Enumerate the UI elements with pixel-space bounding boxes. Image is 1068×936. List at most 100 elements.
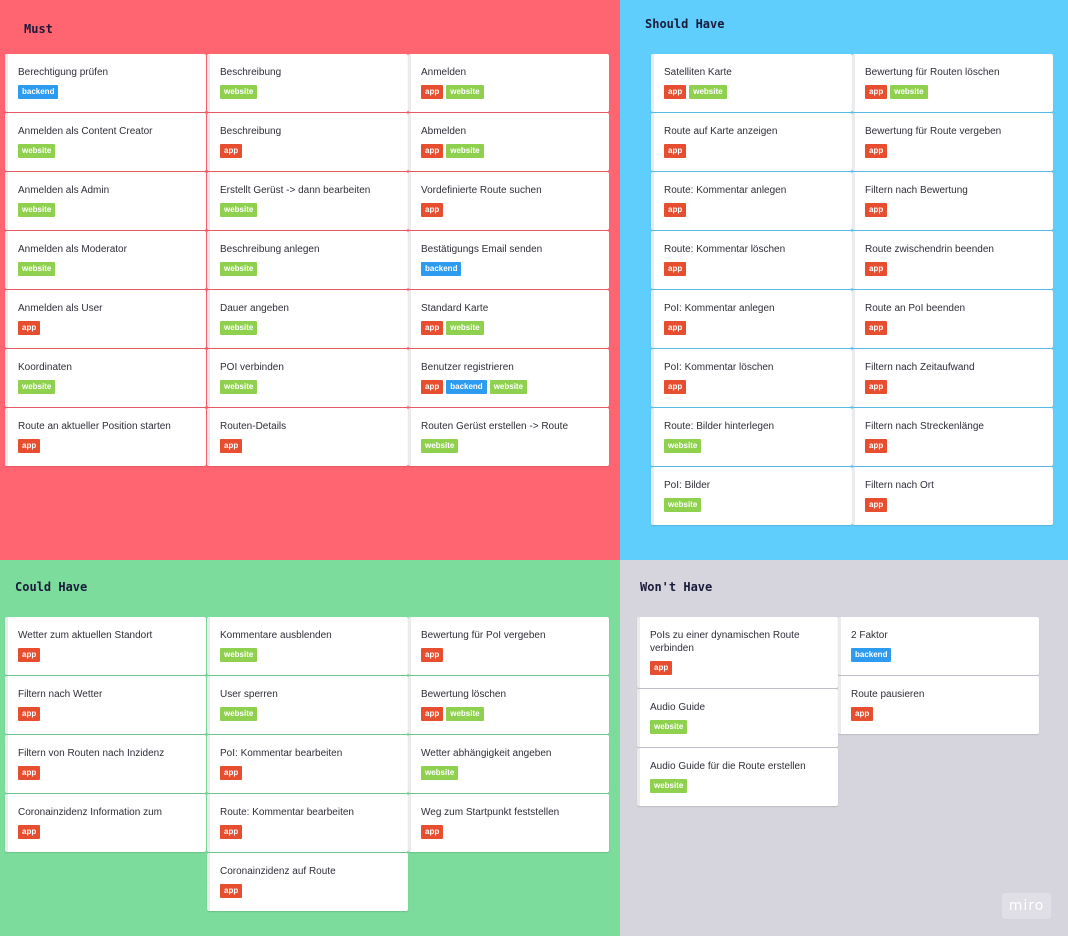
tag-app[interactable]: app [650, 661, 673, 675]
tag-app[interactable]: app [664, 380, 687, 394]
tag-website[interactable]: website [446, 144, 484, 158]
tag-app[interactable]: app [664, 144, 687, 158]
tag-app[interactable]: app [421, 707, 444, 721]
tag-app[interactable]: app [220, 144, 243, 158]
tag-app[interactable]: app [865, 321, 888, 335]
tag-app[interactable]: app [865, 85, 888, 99]
tag-app[interactable]: app [664, 85, 687, 99]
tag-website[interactable]: website [220, 707, 258, 721]
tag-website[interactable]: website [664, 498, 702, 512]
tag-app[interactable]: app [421, 380, 444, 394]
tag-website[interactable]: website [220, 648, 258, 662]
frame-title-could-have[interactable]: Could Have [15, 580, 88, 594]
tag-website[interactable]: website [220, 380, 258, 394]
tag-app[interactable]: app [18, 439, 41, 453]
tag-app[interactable]: app [664, 262, 687, 276]
tag-website[interactable]: website [18, 262, 56, 276]
tag-app[interactable]: app [865, 144, 888, 158]
tag-website[interactable]: website [421, 766, 459, 780]
frame-title-must[interactable]: Must [24, 22, 53, 36]
tag-website[interactable]: website [890, 85, 928, 99]
tag-website[interactable]: website [421, 439, 459, 453]
tag-website[interactable]: website [689, 85, 727, 99]
tag-app[interactable]: app [18, 321, 41, 335]
tag-app[interactable]: app [421, 144, 444, 158]
tag-app[interactable]: app [664, 321, 687, 335]
tag-backend[interactable]: backend [851, 648, 892, 662]
frame-title-should-have[interactable]: Should Have [645, 17, 725, 31]
tag-app[interactable]: app [18, 707, 41, 721]
tag-app[interactable]: app [421, 825, 444, 839]
tag-app[interactable]: app [421, 321, 444, 335]
tag-website[interactable]: website [220, 262, 258, 276]
sticky-card[interactable]: PoIs zu einer dynamischen Route verbinde… [637, 617, 838, 688]
tag-app[interactable]: app [18, 825, 41, 839]
tag-website[interactable]: website [220, 321, 258, 335]
tag-app[interactable]: app [664, 203, 687, 217]
frame-title-wont-have[interactable]: Won't Have [640, 580, 713, 594]
tag-backend[interactable]: backend [18, 85, 59, 99]
tag-app[interactable]: app [18, 766, 41, 780]
tag-website[interactable]: website [446, 707, 484, 721]
tag-website[interactable]: website [18, 203, 56, 217]
tag-website[interactable]: website [446, 85, 484, 99]
tag-app[interactable]: app [421, 648, 444, 662]
tag-backend[interactable]: backend [421, 262, 462, 276]
tag-backend[interactable]: backend [446, 380, 487, 394]
tag-app[interactable]: app [220, 439, 243, 453]
tag-app[interactable]: app [865, 439, 888, 453]
tag-app[interactable]: app [865, 262, 888, 276]
tag-website[interactable]: website [664, 439, 702, 453]
tag-website[interactable]: website [650, 720, 688, 734]
tag-app[interactable]: app [851, 707, 874, 721]
tag-website[interactable]: website [18, 380, 56, 394]
tag-app[interactable]: app [220, 825, 243, 839]
